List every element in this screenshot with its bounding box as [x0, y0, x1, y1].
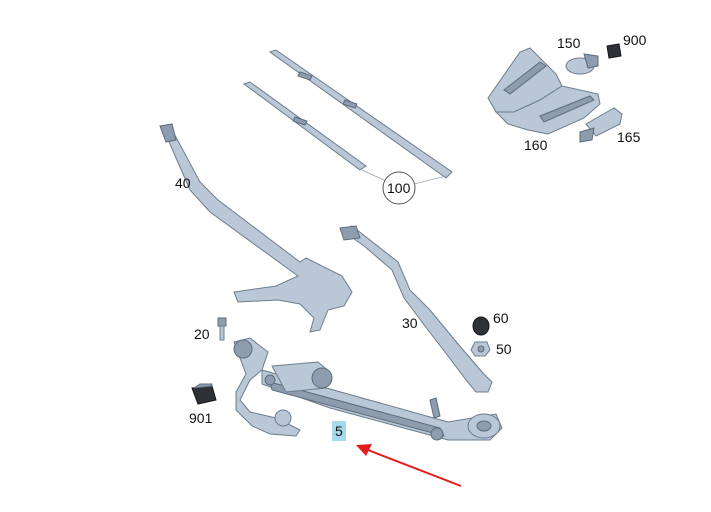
- callout-60: 60: [493, 310, 509, 326]
- callout-40: 40: [175, 175, 191, 191]
- callout-160: 160: [524, 137, 548, 153]
- sensor-housing[interactable]: [487, 47, 601, 135]
- plug[interactable]: [606, 43, 622, 59]
- connector[interactable]: [191, 383, 217, 405]
- wiper-arm-right[interactable]: [339, 225, 493, 393]
- callout-165: 165: [617, 129, 641, 145]
- callout-100: 100: [387, 180, 411, 196]
- callout-5: 5: [335, 423, 343, 439]
- callout-900: 900: [623, 32, 647, 48]
- wiper-linkage-frame[interactable]: [233, 337, 503, 441]
- wiper-blades[interactable]: [242, 49, 453, 179]
- wiper-arm-left[interactable]: [159, 123, 353, 333]
- callout-circle-100: [382, 171, 416, 205]
- callout-50: 50: [496, 341, 512, 357]
- nut[interactable]: [470, 341, 491, 357]
- callout-20: 20: [194, 326, 210, 342]
- callout-150: 150: [557, 35, 581, 51]
- indicator-arrow: [356, 444, 462, 487]
- grommet[interactable]: [472, 316, 490, 336]
- bolt[interactable]: [217, 317, 227, 341]
- leader-100: [361, 169, 447, 185]
- callout-highlight: [332, 421, 346, 441]
- cover-panel[interactable]: [579, 107, 623, 143]
- callout-30: 30: [402, 315, 418, 331]
- callout-901: 901: [189, 410, 213, 426]
- rain-sensor[interactable]: [565, 53, 599, 75]
